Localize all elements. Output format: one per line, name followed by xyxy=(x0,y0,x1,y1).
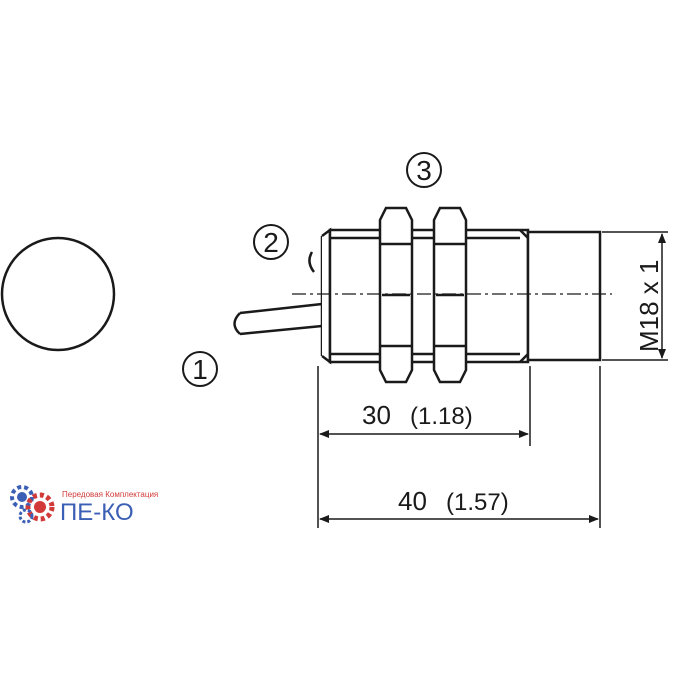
callout-1-number: 1 xyxy=(192,354,208,385)
sensing-face xyxy=(526,230,602,362)
callout-3: 3 xyxy=(406,152,442,188)
callout-3-number: 3 xyxy=(416,155,432,186)
extension-lines xyxy=(317,231,668,528)
callout-2-number: 2 xyxy=(263,227,279,258)
nut-right xyxy=(432,206,468,384)
callout-1: 1 xyxy=(182,351,218,387)
dimension-40-value: 40 xyxy=(398,486,427,516)
cable xyxy=(233,302,323,336)
thread-label: M18 x 1 xyxy=(634,260,664,353)
callout-2: 2 xyxy=(253,224,289,260)
company-logo: Передовая Комплектация ПЕ-КО xyxy=(10,485,158,526)
dimension-30-inch: (1.18) xyxy=(410,403,473,430)
dimension-30-value: 30 xyxy=(362,400,391,430)
logo-tagline: Передовая Комплектация xyxy=(62,490,158,499)
front-view-circle xyxy=(0,236,116,352)
logo-name: ПЕ-КО xyxy=(60,499,134,526)
threaded-body xyxy=(328,228,530,364)
cable-gland xyxy=(308,227,332,365)
nut-left xyxy=(378,206,414,384)
gear-icon xyxy=(10,485,55,524)
dimension-40-inch: (1.57) xyxy=(446,489,509,516)
